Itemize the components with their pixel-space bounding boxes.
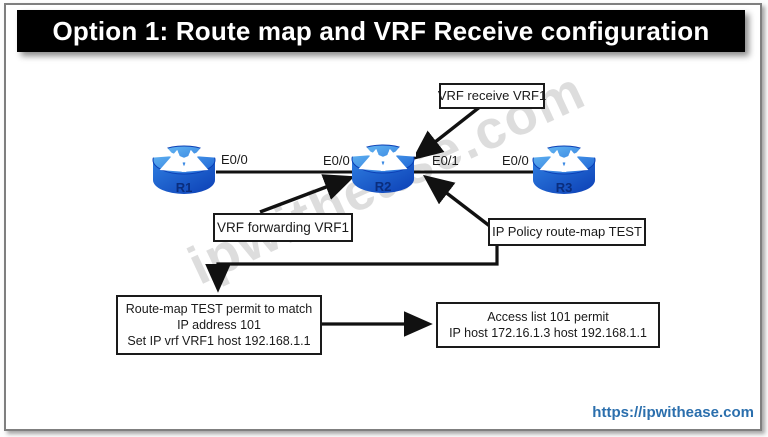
router-label: R3 bbox=[556, 180, 573, 195]
router-r2: R2 bbox=[350, 141, 416, 194]
interface-label-r1-e00: E0/0 bbox=[221, 152, 248, 167]
route-map-box: Route-map TEST permit to match IP addres… bbox=[116, 295, 322, 355]
route-map-line-3: Set IP vrf VRF1 host 192.168.1.1 bbox=[127, 334, 311, 348]
router-arrows-icon bbox=[159, 142, 217, 173]
interface-label-r2-e00: E0/0 bbox=[323, 153, 350, 168]
arrow-vrf-forwarding-to-r2 bbox=[259, 174, 355, 214]
router-label: R2 bbox=[375, 179, 392, 194]
outer-frame bbox=[4, 3, 762, 431]
arrow-vrf-receive-to-r2 bbox=[411, 104, 483, 161]
access-list-line-2: IP host 172.16.1.3 host 192.168.1.1 bbox=[449, 326, 647, 340]
router-arrows-icon bbox=[539, 142, 597, 173]
router-r3: R3 bbox=[531, 142, 597, 195]
route-map-line-2: IP address 101 bbox=[177, 318, 261, 332]
vrf-forwarding-label: VRF forwarding VRF1 bbox=[216, 219, 350, 235]
arrow-ip-policy-to-route-map-box bbox=[205, 243, 499, 293]
vrf-receive-box: VRF receive VRF1 bbox=[437, 83, 547, 109]
vrf-receive-label: VRF receive VRF1 bbox=[437, 87, 547, 103]
interface-label-r3-e00: E0/0 bbox=[502, 153, 529, 168]
footer-site-link[interactable]: https://ipwithease.com bbox=[592, 404, 754, 421]
access-list-line-1: Access list 101 permit bbox=[487, 310, 609, 324]
route-map-line-1: Route-map TEST permit to match bbox=[125, 302, 313, 316]
router-label: R1 bbox=[176, 180, 193, 195]
access-list-box: Access list 101 permit IP host 172.16.1.… bbox=[436, 302, 660, 348]
page-title: Option 1: Route map and VRF Receive conf… bbox=[52, 15, 710, 46]
arrow-ip-policy-to-r2 bbox=[422, 174, 493, 229]
interface-label-r2-e01: E0/1 bbox=[432, 153, 459, 168]
title-bar: Option 1: Route map and VRF Receive conf… bbox=[17, 10, 745, 52]
vrf-forwarding-box: VRF forwarding VRF1 bbox=[213, 213, 353, 242]
router-r1: R1 bbox=[151, 142, 217, 195]
router-arrows-icon bbox=[358, 141, 416, 172]
ip-policy-box: IP Policy route-map TEST bbox=[488, 218, 646, 246]
ip-policy-label: IP Policy route-map TEST bbox=[492, 223, 642, 239]
